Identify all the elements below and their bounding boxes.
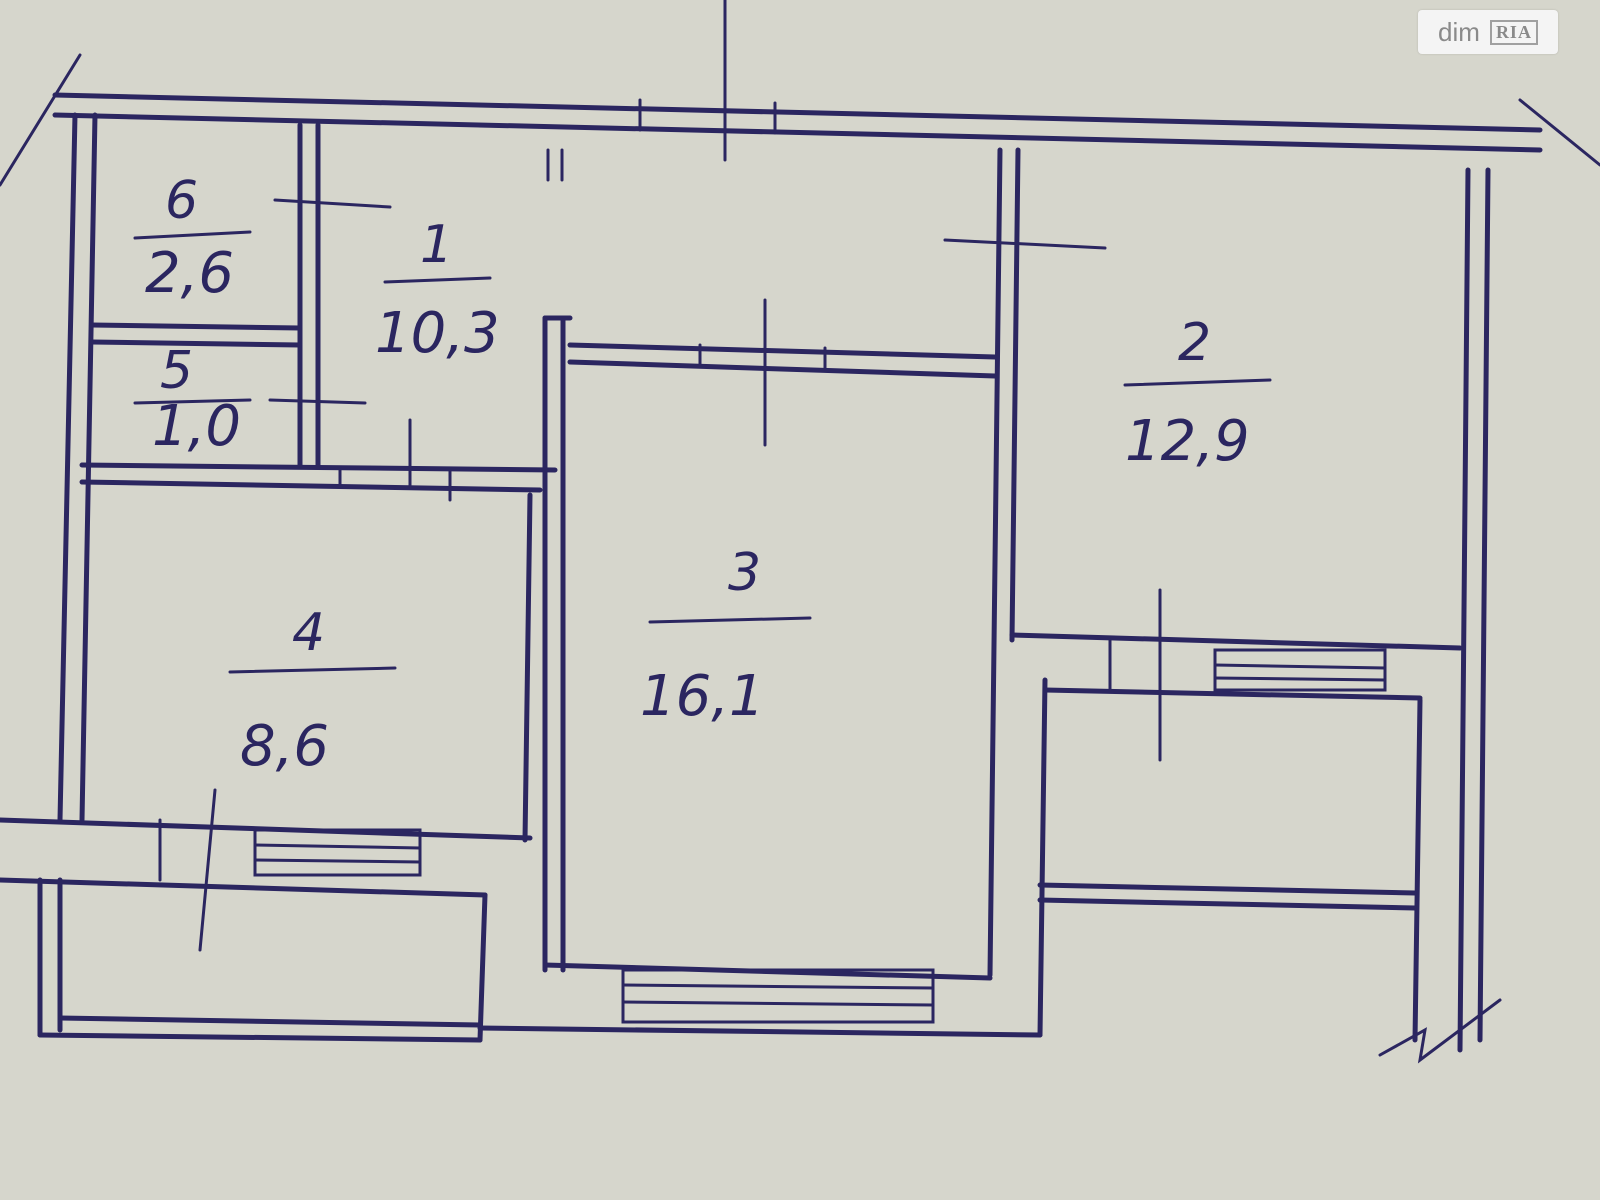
room-1-number: 1 xyxy=(420,215,453,275)
corridor-wall xyxy=(79,418,558,502)
ria-logo-icon: RIA xyxy=(1489,19,1538,45)
closets xyxy=(89,122,564,468)
room-6-number: 6 xyxy=(165,171,198,231)
room-5-area: 1,0 xyxy=(152,394,241,459)
room-2-walls xyxy=(1009,167,1491,1053)
room-4-number: 4 xyxy=(292,603,325,663)
room-3-window xyxy=(477,968,1043,1038)
room-4-label: 4 8,6 xyxy=(228,603,397,779)
exterior-top-wall xyxy=(0,0,1600,187)
room-3-walls xyxy=(542,147,1107,981)
room-3-area: 16,1 xyxy=(640,664,765,729)
room-4-area: 8,6 xyxy=(240,714,329,779)
room-2-area: 12,9 xyxy=(1125,409,1250,474)
balcony-left xyxy=(0,492,533,1043)
room-1-label: 1 10,3 xyxy=(375,215,500,366)
room-1-area: 10,3 xyxy=(375,301,500,366)
room-3-number: 3 xyxy=(728,543,761,603)
room-2-label: 2 12,9 xyxy=(1123,313,1272,474)
room-6-area: 2,6 xyxy=(145,241,234,306)
balcony-right xyxy=(1037,677,1502,1064)
watermark-text: dim xyxy=(1438,16,1480,47)
watermark-badge: dim RIA xyxy=(1418,10,1558,54)
room-2-number: 2 xyxy=(1178,313,1211,373)
room-6-label: 6 2,6 xyxy=(133,171,252,306)
room-3-label: 3 16,1 xyxy=(640,543,812,729)
room-5-label: 5 1,0 xyxy=(133,341,252,459)
room-5-number: 5 xyxy=(160,341,193,401)
